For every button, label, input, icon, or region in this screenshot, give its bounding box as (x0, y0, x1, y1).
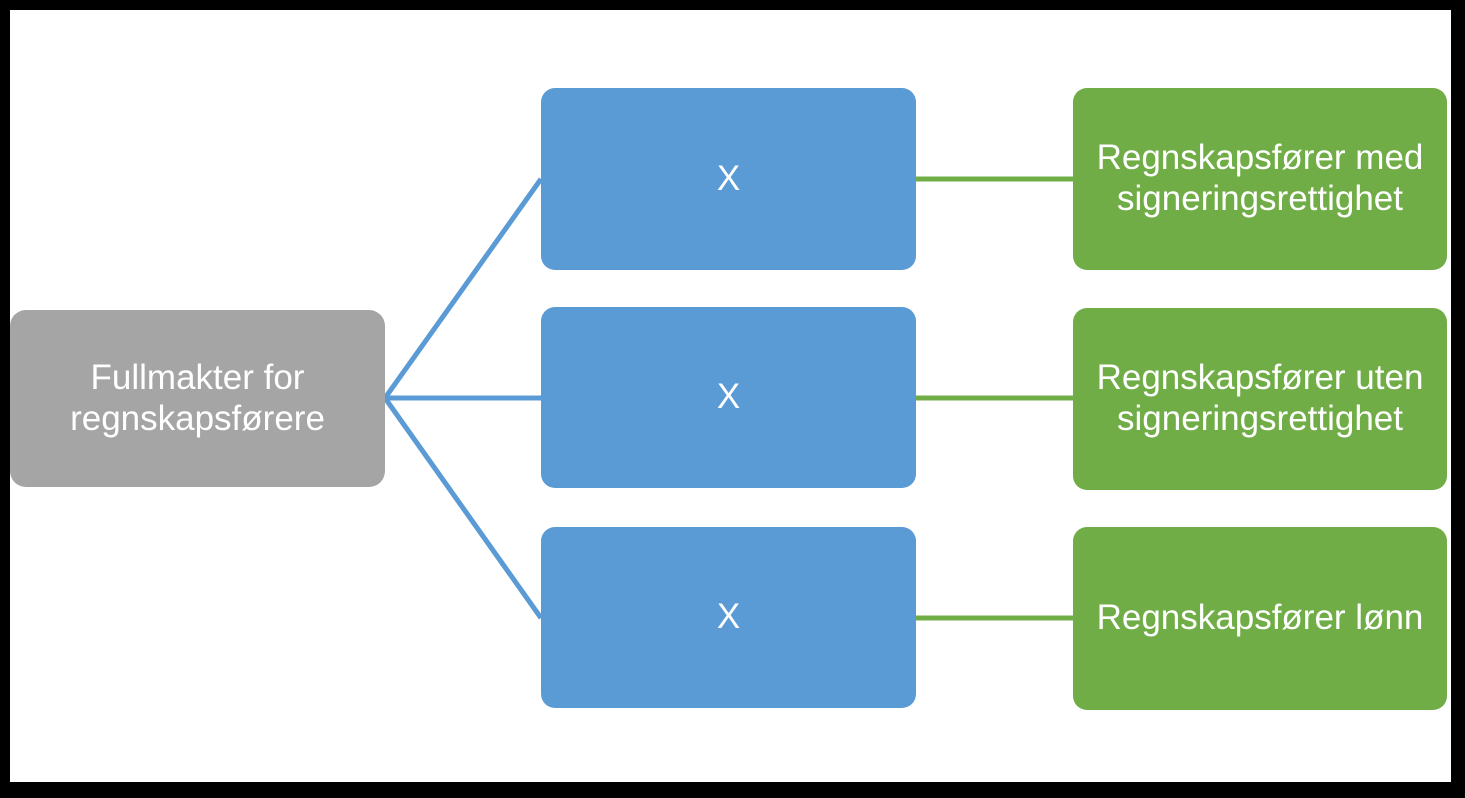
leaf-node-2-label: Regnskapsfører uten signeringsrettighet (1096, 358, 1424, 438)
leaf-node-3-label: Regnskapsfører lønn (1096, 598, 1424, 638)
connector-root-to-middle-1 (382, 177, 544, 400)
root-node-fullmakter[interactable]: Fullmakter for regnskapsførere (10, 310, 385, 487)
diagram-canvas: Fullmakter for regnskapsførere X X X Reg… (10, 10, 1451, 782)
leaf-node-regnskapsforer-uten-signeringsrettighet[interactable]: Regnskapsfører uten signeringsrettighet (1073, 308, 1447, 490)
leaf-node-1-label: Regnskapsfører med signeringsrettighet (1096, 138, 1424, 218)
connector-root-to-middle-3 (382, 396, 544, 620)
middle-node-3-label: X (716, 597, 741, 637)
middle-node-2-label: X (716, 377, 741, 417)
middle-node-1-label: X (716, 158, 741, 198)
root-node-label: Fullmakter for regnskapsførere (70, 357, 325, 438)
leaf-node-regnskapsforer-lonn[interactable]: Regnskapsfører lønn (1073, 527, 1447, 710)
middle-node-3[interactable]: X (541, 527, 916, 708)
leaf-node-regnskapsforer-med-signeringsrettighet[interactable]: Regnskapsfører med signeringsrettighet (1073, 88, 1447, 270)
middle-node-1[interactable]: X (541, 88, 916, 270)
middle-node-2[interactable]: X (541, 307, 916, 488)
